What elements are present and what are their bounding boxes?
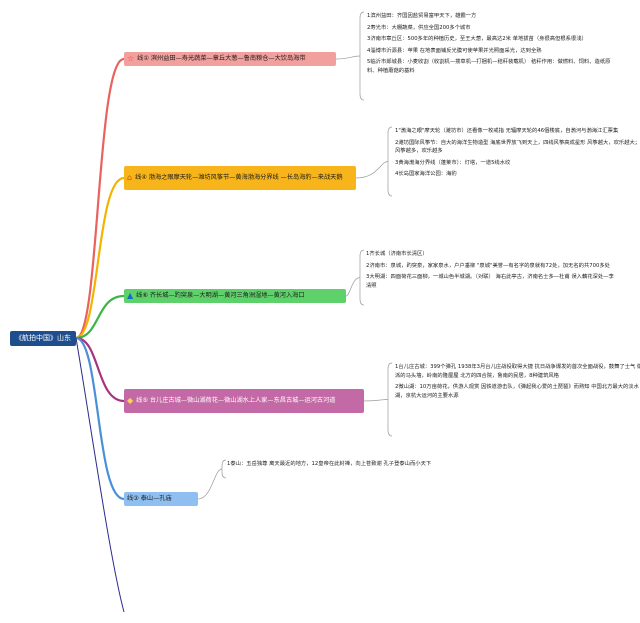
leaf-connector-3 [345, 277, 361, 297]
leaf-2-2: 2潍坊国际风筝节：自大的海洋生物造型 海底世界放飞到天上，四线风筝高成星形 风筝… [395, 139, 640, 155]
branch-connector-5 [75, 336, 125, 501]
leaf-3-2: 2济南市：泉城，趵突泉，家家泉水，户户垂柳 "泉城"美誉—有名字的泉就有72处，… [366, 262, 610, 269]
diamond-icon: ◆ [127, 396, 134, 405]
leaf-connector-1 [335, 55, 361, 60]
branch-node-1-label: 线① 滨州益田—寿光蔬菜—章丘大葱—鲁南粮仓—大饮岛海带 [137, 55, 306, 62]
branch-node-5[interactable]: 线③ 泰山—孔庙 [124, 492, 198, 506]
leaf-1-4: 4淄博市沂源县：苹果 在地表面铺反光膜可使苹果并光照面采光，达到全熟 [367, 47, 542, 54]
leaf-2-3: 3黄海渤海分界线（蓬莱市）：灯塔，一道5线水纹 [395, 159, 511, 166]
leaf-5-1: 1泰山：五岳独尊 离天最近的地方，12皇帝在此封禅，向上苍致谢 孔子登泰山而小天… [227, 461, 432, 467]
leaf-connector-5 [197, 468, 223, 500]
leaf-connector-4 [363, 399, 389, 402]
branch-node-3[interactable]: ▲ 线⑥ 齐长城—趵突泉—大明湖—黄河三角洲湿地—黄河入海口 [124, 289, 346, 303]
leaf-3-1: 1齐长城（济南市长清区） [366, 251, 428, 257]
branch-connector-3 [75, 294, 125, 340]
leaf-1-2: 2寿光市：大棚蔬菜，供应全国200多个城市 [367, 24, 471, 31]
leaf-1-3: 3济南市章丘区：500多年的种植历史，至王大葱，最高达2米 单地拔苗（身很高但根… [367, 36, 587, 43]
leaf-4-1: 1台儿庄古城：399个弹孔 1938年3月台儿庄战役取得大捷 抗日战争爆发的首次… [395, 364, 640, 379]
branch-node-2[interactable]: ⌂ 线④ 渤海之眼摩天轮—潍坊风筝节—黄海渤海分界线 —长岛海豹—来战天鹅 [124, 166, 356, 190]
home-icon: ⌂ [127, 173, 133, 182]
branch-node-3-label: 线⑥ 齐长城—趵突泉—大明湖—黄河三角洲湿地—黄河入海口 [136, 292, 305, 299]
star-icon: ☆ [127, 54, 135, 63]
branch-node-2-label: 线④ 渤海之眼摩天轮—潍坊风筝节—黄海渤海分界线 —长岛海豹—来战天鹅 [135, 174, 343, 181]
branch-connector-1 [75, 57, 125, 340]
leaf-2-1: 1"渤海之眼"摩天轮（潍坊市）还看像一枚戒指 无辐摩天轮的46個楼底，自渤河与渤… [395, 128, 619, 134]
branch-node-1[interactable]: ☆ 线① 滨州益田—寿光蔬菜—章丘大葱—鲁南粮仓—大饮岛海带 [124, 52, 336, 66]
root-node-label: 《航拍中国》山东 [15, 334, 71, 342]
leaf-connector-2 [355, 161, 389, 179]
leaf-4-2: 2微山湖：10万亩荷花，供游人观赏 因铁道游击队，《弹起我心爱的土琵琶》而熟知 … [395, 384, 639, 399]
branch-3-leaves: 1齐长城（济南市长清区） 2济南市：泉城，趵突泉，家家泉水，户户垂柳 "泉城"美… [366, 250, 614, 293]
leaf-bracket-3 [359, 249, 365, 306]
leaf-3-3: 3大明湖：四面荷花三面柳，一城山色半城湖。（对联） 海右此亭古，济南名士多—杜甫… [366, 274, 614, 289]
leaf-bracket-5 [221, 459, 227, 479]
branch-connector-2 [75, 176, 125, 340]
root-node[interactable]: 《航拍中国》山东 [10, 331, 76, 346]
branch-2-leaves: 1"渤海之眼"摩天轮（潍坊市）还看像一枚戒指 无辐摩天轮的46個楼底，自渤河与渤… [395, 127, 640, 182]
branch-connector-6 [75, 337, 125, 613]
leaf-bracket-4 [387, 362, 393, 437]
branch-5-leaves: 1泰山：五岳独尊 离天最近的地方，12皇帝在此封禅，向上苍致谢 孔子登泰山而小天… [227, 460, 457, 472]
leaf-bracket-1 [359, 11, 365, 101]
leaf-1-1: 1滨州益田：齐国因盐贸易富甲天下，雄霸一方 [367, 13, 477, 19]
branch-node-4[interactable]: ◆ 线⑤ 台儿庄古城—微山湖荷花—微山湖水上人家—东昌古城—运河古河道 [124, 389, 364, 413]
branch-1-leaves: 1滨州益田：齐国因盐贸易富甲天下，雄霸一方 2寿光市：大棚蔬菜，供应全国200多… [367, 12, 615, 79]
leaf-1-5: 5临沂市郯城县：小麦收割（收割机—搂草机—打捆机—秸秆装载机） 秸秆作用：做燃料… [367, 59, 611, 74]
branch-4-leaves: 1台儿庄古城：399个弹孔 1938年3月台儿庄战役取得大捷 抗日战争爆发的首次… [395, 363, 640, 403]
branch-connector-4 [75, 336, 125, 403]
leaf-2-4: 4长岛国家海洋公园：海豹 [395, 171, 457, 178]
branch-node-5-label: 线③ 泰山—孔庙 [127, 495, 172, 502]
branch-node-4-label: 线⑤ 台儿庄古城—微山湖荷花—微山湖水上人家—东昌古城—运河古河道 [136, 397, 336, 404]
leaf-bracket-2 [387, 126, 393, 197]
building-icon: ▲ [127, 291, 134, 300]
